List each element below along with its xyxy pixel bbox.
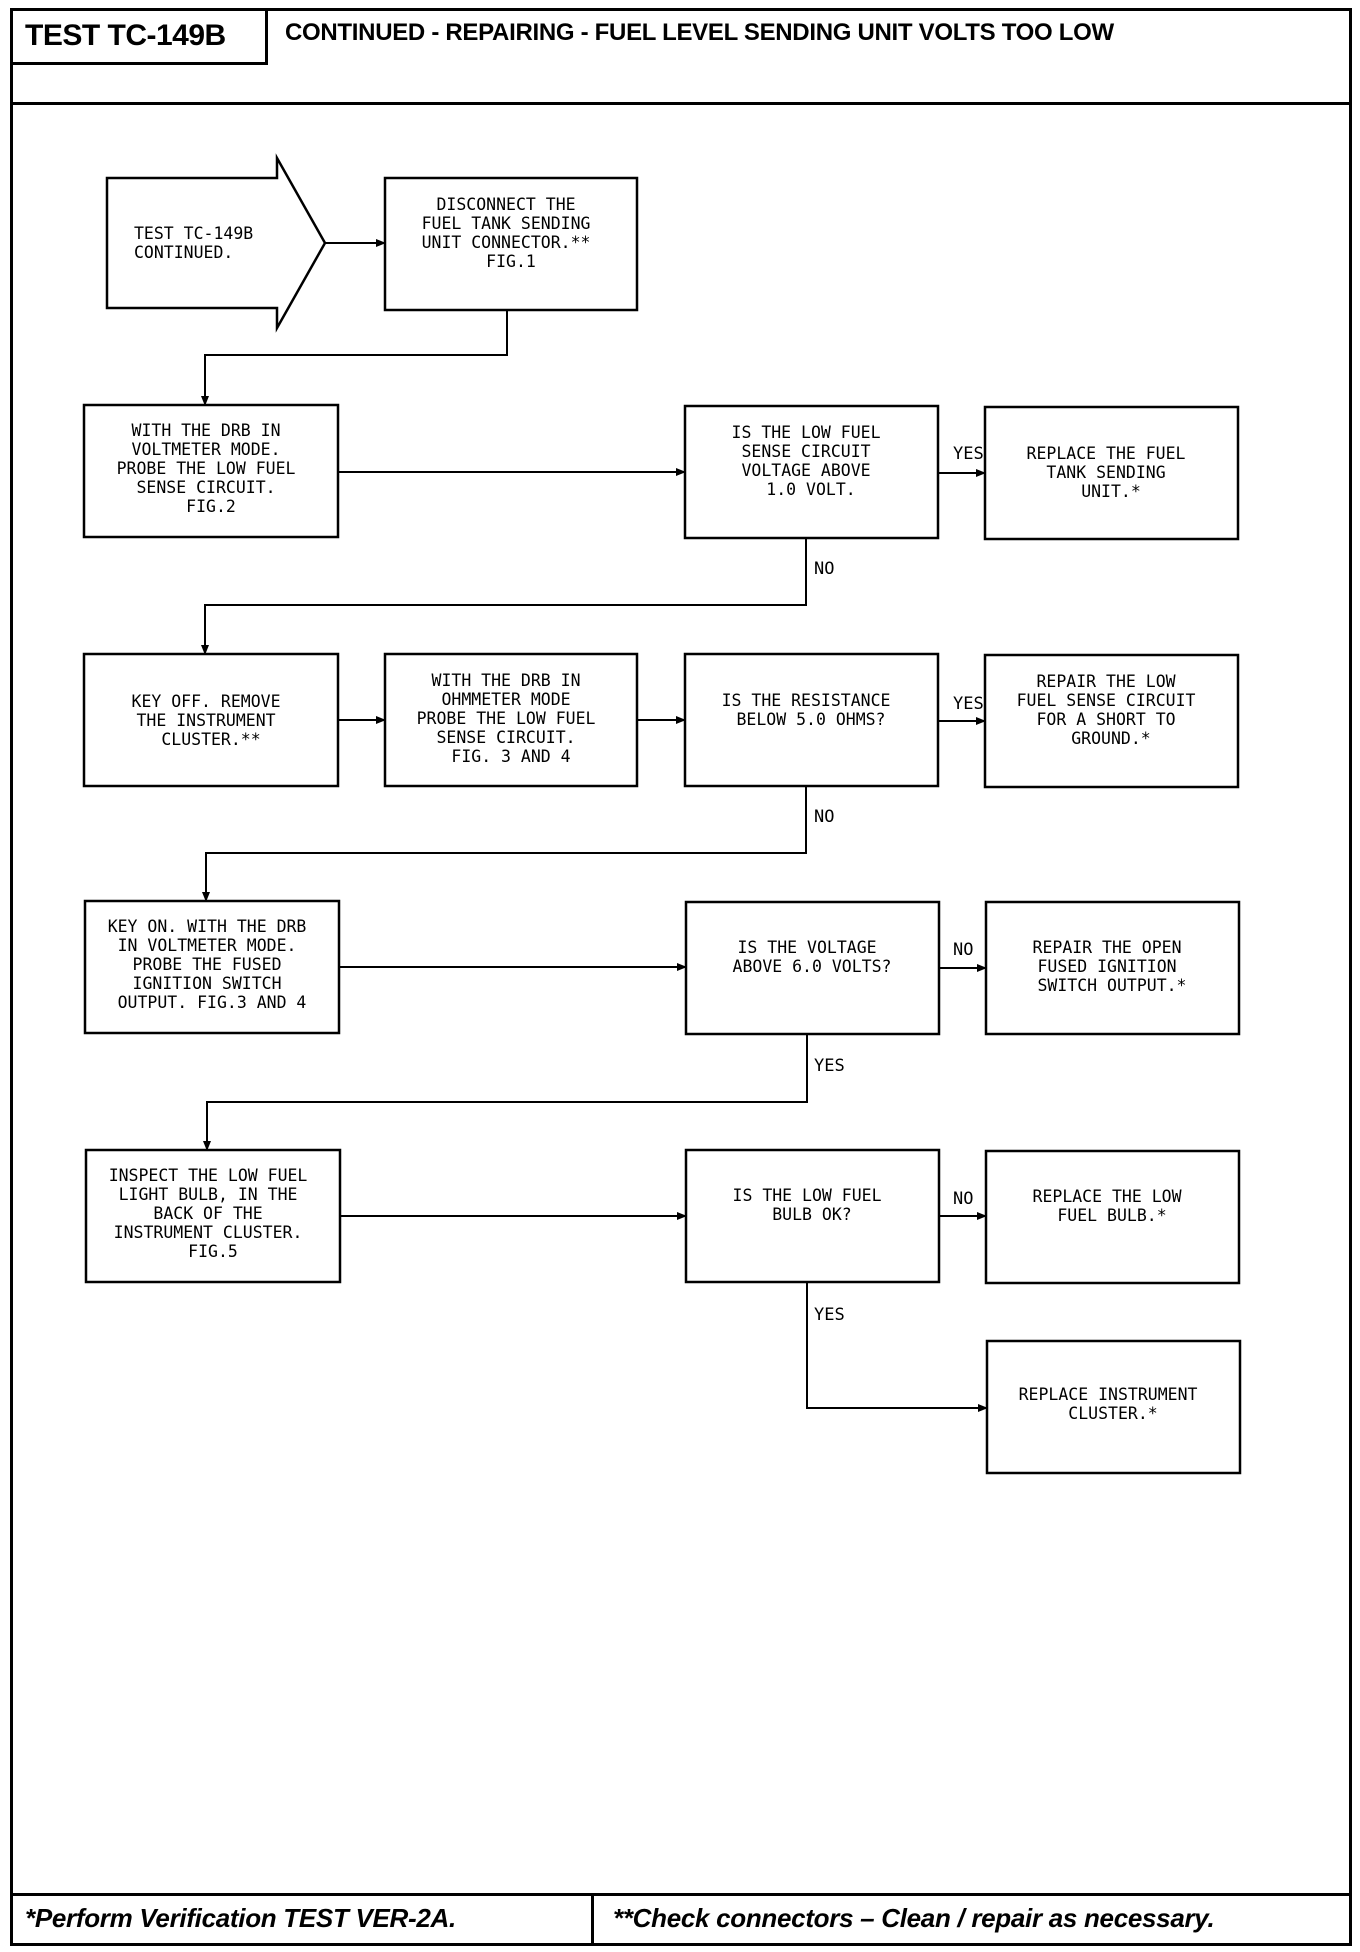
label-no-q4: NO <box>953 1189 973 1209</box>
edge-disconnect-to-probe <box>201 310 508 406</box>
start-arrow-shape <box>105 153 327 333</box>
label-yes-q4: YES <box>814 1305 845 1325</box>
disconnect-box <box>383 176 639 312</box>
key-on-text: KEY ON. WITH THE DRB IN VOLTMETER MODE. … <box>108 917 317 1012</box>
voltage-1-question-text: IS THE LOW FUEL SENSE CIRCUIT VOLTAGE AB… <box>732 423 891 499</box>
replace-bulb-box <box>984 1149 1241 1285</box>
key-off-text: KEY OFF. REMOVE THE INSTRUMENT CLUSTER.*… <box>132 692 291 749</box>
edge-q4-yes <box>806 1282 988 1412</box>
label-no-q2: NO <box>814 807 834 827</box>
inspect-bulb-box <box>84 1148 342 1284</box>
probe-voltmeter-text: WITH THE DRB IN VOLTMETER MODE. PROBE TH… <box>117 421 306 516</box>
replace-sending-unit-text: REPLACE THE FUEL TANK SENDING UNIT.* <box>1027 444 1196 501</box>
header: TEST TC-149B CONTINUED - REPAIRING - FUE… <box>13 11 1349 105</box>
probe-ohmmeter-box <box>383 652 639 788</box>
start-text: TEST TC-149B CONTINUED. <box>134 224 263 262</box>
bulb-question-text: IS THE LOW FUEL BULB OK? <box>733 1186 892 1224</box>
repair-short-box <box>983 653 1240 789</box>
footnote-verification: *Perform Verification TEST VER-2A. <box>25 1903 456 1933</box>
edge-q1-no <box>201 538 807 655</box>
footer: *Perform Verification TEST VER-2A. **Che… <box>13 1893 1349 1943</box>
label-no-q3: NO <box>953 940 973 960</box>
label-yes-q1: YES <box>953 444 984 464</box>
replace-bulb-text: REPLACE THE LOW FUEL BULB.* <box>1033 1187 1192 1225</box>
voltage-1-question-box <box>683 404 940 540</box>
key-off-box <box>82 652 340 788</box>
page-title: CONTINUED - REPAIRING - FUEL LEVEL SENDI… <box>285 19 1114 46</box>
resistance-question-text: IS THE RESISTANCE BELOW 5.0 OHMS? <box>722 691 901 729</box>
footer-divider <box>591 1896 594 1943</box>
repair-open-text: REPAIR THE OPEN FUSED IGNITION SWITCH OU… <box>1033 938 1192 995</box>
replace-sending-unit-box <box>983 405 1240 541</box>
page-frame: TEST TC-149B CONTINUED - REPAIRING - FUE… <box>10 8 1352 1946</box>
voltage-6-question-text: IS THE VOLTAGE ABOVE 6.0 VOLTS? <box>733 938 892 976</box>
probe-ohmmeter-text: WITH THE DRB IN OHMMETER MODE PROBE THE … <box>417 671 606 766</box>
probe-voltmeter-box <box>82 403 340 539</box>
edge-q2-no <box>202 786 807 902</box>
key-on-box <box>83 899 341 1035</box>
edge-q3-yes <box>203 1034 808 1151</box>
label-yes-q2: YES <box>953 694 984 714</box>
label-yes-q3: YES <box>814 1056 845 1076</box>
footnote-connectors: **Check connectors – Clean / repair as n… <box>613 1903 1215 1933</box>
test-id-label: TEST TC-149B <box>13 11 268 65</box>
replace-cluster-text: REPLACE INSTRUMENT CLUSTER.* <box>1019 1385 1208 1423</box>
label-no-q1: NO <box>814 559 834 579</box>
bulb-question-box <box>684 1148 941 1284</box>
replace-cluster-box <box>985 1339 1242 1475</box>
inspect-bulb-text: INSPECT THE LOW FUEL LIGHT BULB, IN THE … <box>109 1166 318 1261</box>
repair-short-text: REPAIR THE LOW FUEL SENSE CIRCUIT FOR A … <box>1017 672 1206 748</box>
disconnect-text: DISCONNECT THE FUEL TANK SENDING UNIT CO… <box>422 195 601 271</box>
